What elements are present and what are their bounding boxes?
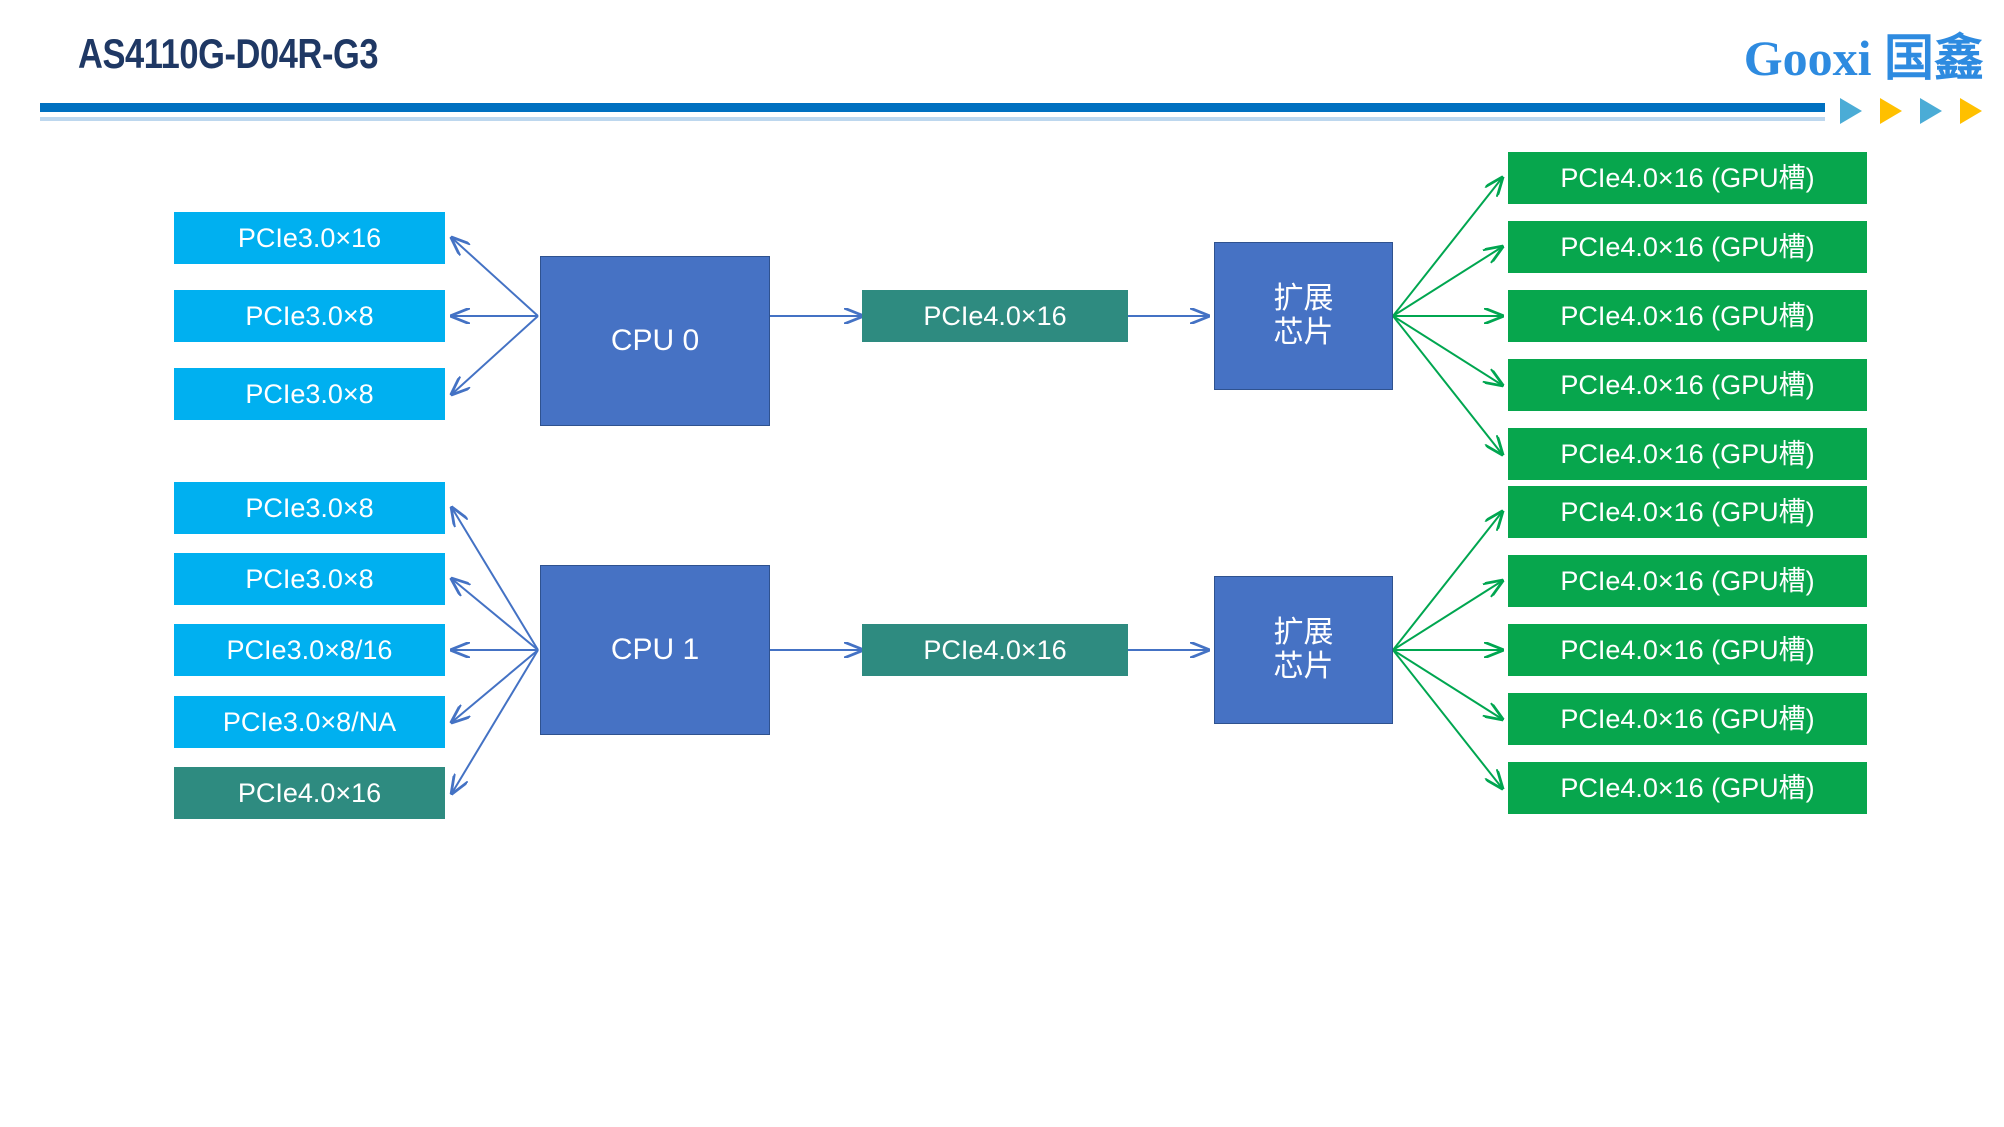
pcie-slot-box[interactable]: PCIe3.0×8 xyxy=(174,368,445,420)
connector-lines xyxy=(0,130,2004,1127)
switch-chip-label-line2: 芯片 xyxy=(1273,316,1334,349)
pcie-slot-box[interactable]: PCIe3.0×16 xyxy=(174,212,445,264)
pcie-slot-box[interactable]: PCIe3.0×8/NA xyxy=(174,696,445,748)
triangle-arrow-icon-4 xyxy=(1960,98,1982,124)
gpu-slot-box[interactable]: PCIe4.0×16 (GPU槽) xyxy=(1508,152,1867,204)
brand-logo: Gooxi 国鑫 xyxy=(1744,18,1984,90)
pcie-slot-box[interactable]: PCIe4.0×16 xyxy=(174,767,445,819)
cpu0-uplink-box[interactable]: PCIe4.0×16 xyxy=(862,290,1128,342)
cpu1-box[interactable]: CPU 1 xyxy=(540,565,770,735)
header-arrow-group xyxy=(1840,98,2000,126)
header-accent-bar xyxy=(40,103,1825,112)
cpu1-uplink-box[interactable]: PCIe4.0×16 xyxy=(862,624,1128,676)
brand-logo-chinese: 国鑫 xyxy=(1884,29,1984,87)
triangle-arrow-icon-2 xyxy=(1880,98,1902,124)
page-title: AS4110G-D04R-G3 xyxy=(78,30,379,77)
gpu-slot-box[interactable]: PCIe4.0×16 (GPU槽) xyxy=(1508,762,1867,814)
gpu-slot-box[interactable]: PCIe4.0×16 (GPU槽) xyxy=(1508,359,1867,411)
pcie-slot-box[interactable]: PCIe3.0×8 xyxy=(174,482,445,534)
gpu-slot-box[interactable]: PCIe4.0×16 (GPU槽) xyxy=(1508,290,1867,342)
pcie-slot-box[interactable]: PCIe3.0×8 xyxy=(174,290,445,342)
brand-logo-latin: Gooxi xyxy=(1743,30,1872,86)
cpu1-switch-chip-box[interactable]: 扩展 芯片 xyxy=(1214,576,1393,724)
switch-chip-label-line2: 芯片 xyxy=(1273,650,1334,683)
gpu-slot-box[interactable]: PCIe4.0×16 (GPU槽) xyxy=(1508,486,1867,538)
cpu0-box[interactable]: CPU 0 xyxy=(540,256,770,426)
page-header: AS4110G-D04R-G3 Gooxi 国鑫 xyxy=(0,0,2004,130)
header-accent-bar-thin xyxy=(40,117,1825,121)
pcie-topology-diagram: PCIe3.0×16 PCIe3.0×8 PCIe3.0×8 CPU 0 PCI… xyxy=(0,130,2004,1127)
triangle-arrow-icon-1 xyxy=(1840,98,1862,124)
gpu-slot-box[interactable]: PCIe4.0×16 (GPU槽) xyxy=(1508,428,1867,480)
switch-chip-label-line1: 扩展 xyxy=(1273,282,1334,316)
gpu-slot-box[interactable]: PCIe4.0×16 (GPU槽) xyxy=(1508,555,1867,607)
triangle-arrow-icon-3 xyxy=(1920,98,1942,124)
gpu-slot-box[interactable]: PCIe4.0×16 (GPU槽) xyxy=(1508,693,1867,745)
gpu-slot-box[interactable]: PCIe4.0×16 (GPU槽) xyxy=(1508,221,1867,273)
cpu0-switch-chip-box[interactable]: 扩展 芯片 xyxy=(1214,242,1393,390)
gpu-slot-box[interactable]: PCIe4.0×16 (GPU槽) xyxy=(1508,624,1867,676)
switch-chip-label-line1: 扩展 xyxy=(1273,616,1334,650)
pcie-slot-box[interactable]: PCIe3.0×8 xyxy=(174,553,445,605)
pcie-slot-box[interactable]: PCIe3.0×8/16 xyxy=(174,624,445,676)
